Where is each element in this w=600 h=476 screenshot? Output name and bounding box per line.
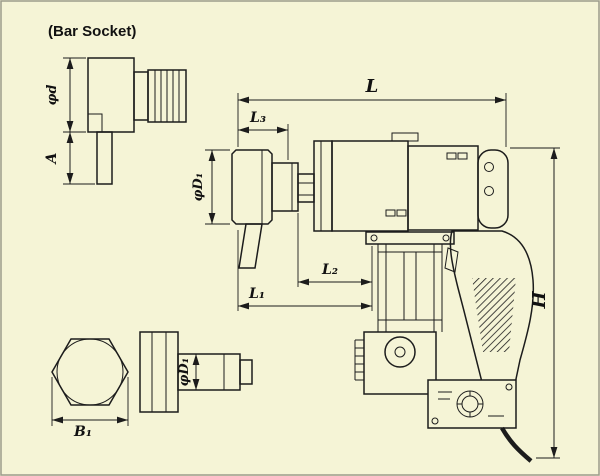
- housing-top-boss: [391, 132, 419, 142]
- phi-d-label: φd: [45, 85, 60, 106]
- b1-label: B₁: [73, 424, 92, 440]
- socket-retainer-circle: [384, 336, 416, 368]
- l3-label: L₃: [249, 110, 266, 126]
- extension-lines: [297, 213, 373, 311]
- rear-screw-bottom: [484, 186, 494, 196]
- h-label: H: [529, 291, 550, 310]
- rear-cap: [477, 149, 509, 229]
- socket-bar: [96, 131, 113, 185]
- l-label: L: [365, 76, 379, 97]
- bracket-bolt-right: [442, 234, 450, 242]
- phi-d1-bolt-label: φD₁: [177, 358, 192, 387]
- hex-inscribed-circle: [56, 338, 124, 406]
- dimension-L2: L₂: [297, 213, 373, 311]
- plate-markings: [438, 391, 504, 417]
- power-cord: [500, 426, 533, 463]
- rear-screw-top: [484, 162, 494, 172]
- hex-bolt-views: B₁ φD₁: [51, 331, 253, 440]
- dimension-phi-D1-main: φD₁: [191, 149, 230, 225]
- dimension-phi-D1-bolt: φD₁: [177, 354, 200, 390]
- shear-wrench-view: L L₃ φD₁ L₂ L₁ H: [191, 76, 560, 463]
- handle: [449, 230, 535, 399]
- hex-facet-lines: [151, 332, 167, 412]
- front-socket: [231, 149, 273, 225]
- bar-socket-view: φd A: [44, 57, 187, 185]
- spline-teeth: [154, 70, 180, 122]
- socket-drive-notch: [88, 113, 103, 132]
- rear-vents: [446, 152, 468, 160]
- bracket-bolt-left: [370, 234, 378, 242]
- trigger: [444, 247, 459, 273]
- phi-d1-main-label: φD₁: [191, 173, 206, 202]
- name-plate: [427, 379, 517, 429]
- handle-grip-hatch: [472, 278, 516, 352]
- lower-housing: [363, 331, 437, 395]
- bracket-plate: [365, 231, 455, 245]
- dimension-H: H: [510, 147, 560, 459]
- plate-screw-right: [505, 383, 513, 391]
- bolt-tip: [239, 359, 253, 385]
- cooling-fins: [354, 339, 364, 381]
- dimension-A: A: [44, 132, 95, 185]
- dimension-L1: L₁: [237, 230, 372, 311]
- dimension-B1: B₁: [51, 377, 129, 440]
- bar-socket-caption: (Bar Socket): [48, 23, 136, 40]
- dimension-L: L: [237, 76, 507, 147]
- bracket-frame-lines: [377, 244, 443, 332]
- housing-vents: [385, 209, 407, 217]
- hex-head-front: [51, 338, 129, 406]
- a-label: A: [44, 152, 60, 165]
- plate-screw-left: [431, 417, 439, 425]
- dimension-phi-d: φd: [45, 57, 86, 133]
- dimension-L3: L₃: [238, 110, 289, 160]
- l2-label: L₂: [321, 262, 338, 278]
- l1-label: L₁: [248, 286, 265, 302]
- retainer-center: [394, 346, 406, 358]
- reaction-bar: [238, 223, 263, 269]
- neck-lines: [298, 182, 314, 196]
